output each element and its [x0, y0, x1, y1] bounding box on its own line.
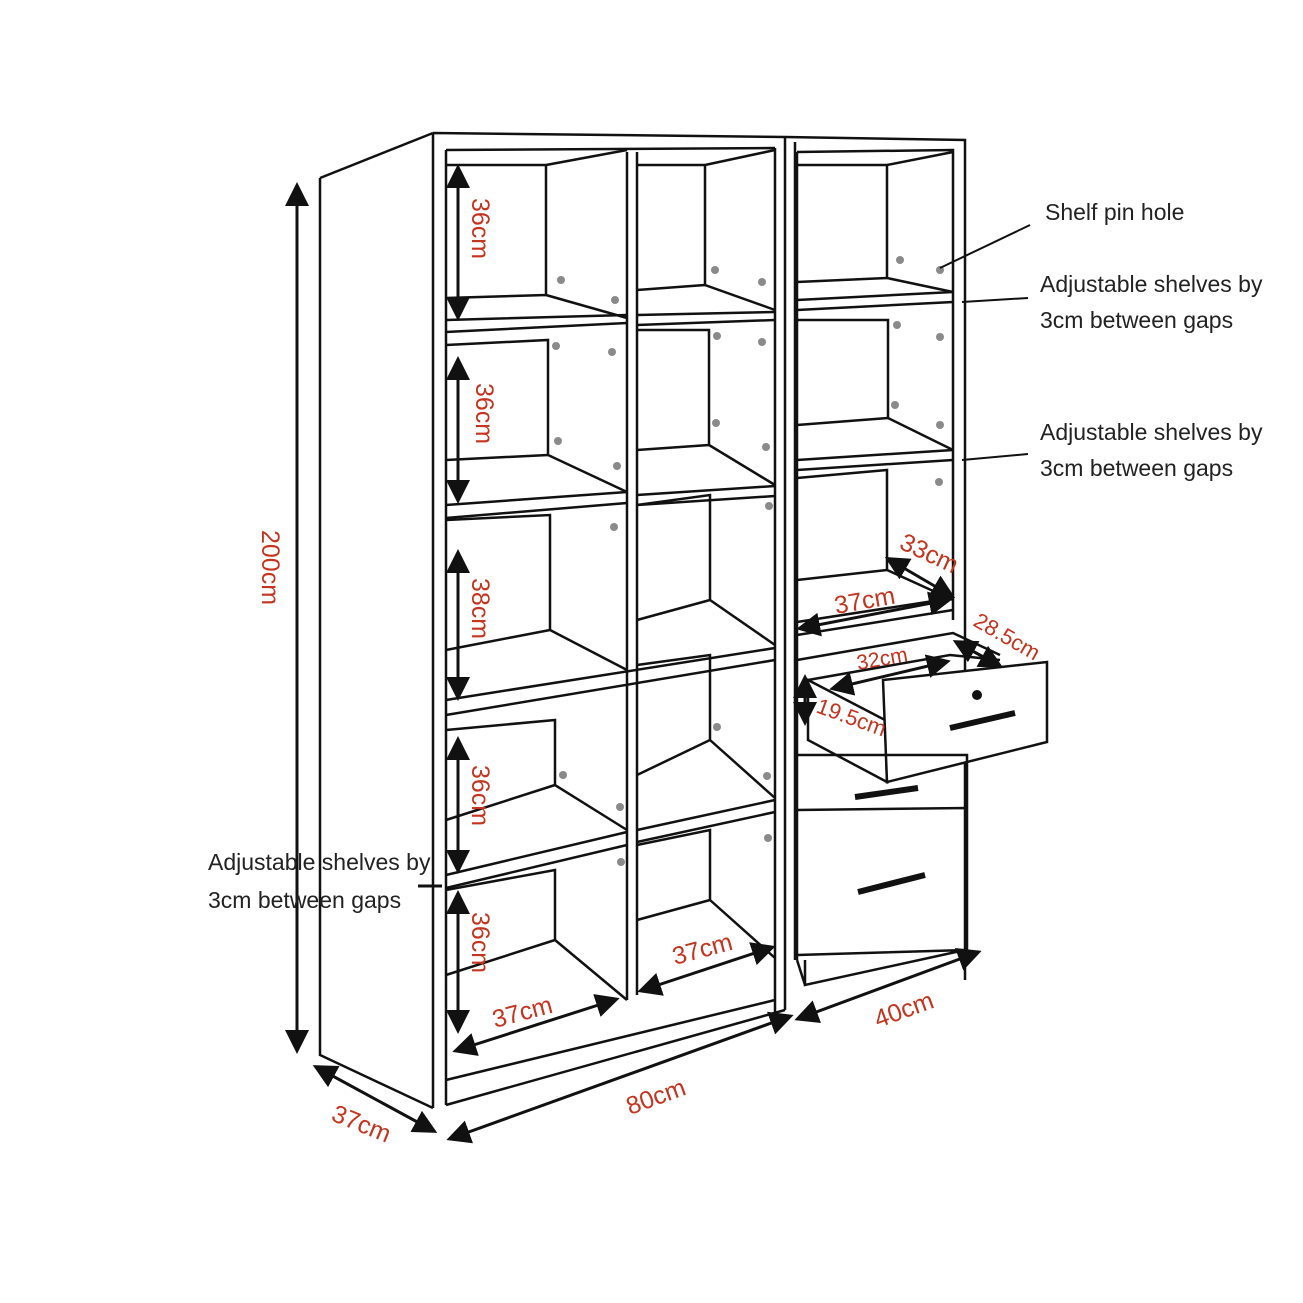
keyhole-icon: [972, 690, 982, 700]
label-width-drawer-unit: 40cm: [870, 986, 937, 1033]
label-depth-side: 37cm: [328, 1100, 395, 1149]
annotation-adjustable-2-line1: Adjustable shelves by: [1040, 419, 1263, 445]
drawer-handle: [854, 785, 919, 800]
label-cell-height-2: 36cm: [470, 383, 498, 444]
annotation-adjustable-1-line1: Adjustable shelves by: [1040, 271, 1263, 297]
label-cell-width-right: 37cm: [669, 928, 735, 971]
annotation-adjustable-2-line2: 3cm between gaps: [1040, 455, 1233, 481]
annotation-adjustable-3-line2: 3cm between gaps: [208, 887, 401, 913]
annotation-adjustable-1-line2: 3cm between gaps: [1040, 307, 1233, 333]
label-shelf-width: 37cm: [832, 582, 897, 620]
side-panel: [318, 131, 434, 1110]
label-width-main: 80cm: [622, 1073, 689, 1120]
annotation-shelf-pin-hole: Shelf pin hole: [1045, 199, 1184, 225]
label-cell-width-left: 37cm: [489, 991, 555, 1034]
dimension-labels: 200cm 37cm 80cm 40cm 36cm 36cm 38cm 36cm…: [256, 198, 1044, 1148]
dimension-arrows: [285, 164, 1004, 1144]
annotations: Shelf pin hole Adjustable shelves by 3cm…: [208, 199, 1263, 913]
label-height-total: 200cm: [256, 530, 284, 605]
label-cell-height-4: 36cm: [466, 765, 494, 826]
annotation-adjustable-3-line1: Adjustable shelves by: [208, 849, 431, 875]
drawer-handle: [949, 710, 1016, 731]
label-cell-height-1: 36cm: [466, 198, 494, 259]
drawer-handle: [857, 872, 926, 895]
shelf-pin-holes: [552, 256, 944, 866]
label-cell-height-5: 36cm: [466, 912, 494, 973]
main-bookcase: [431, 131, 787, 1108]
label-cell-height-3: 38cm: [466, 578, 494, 639]
